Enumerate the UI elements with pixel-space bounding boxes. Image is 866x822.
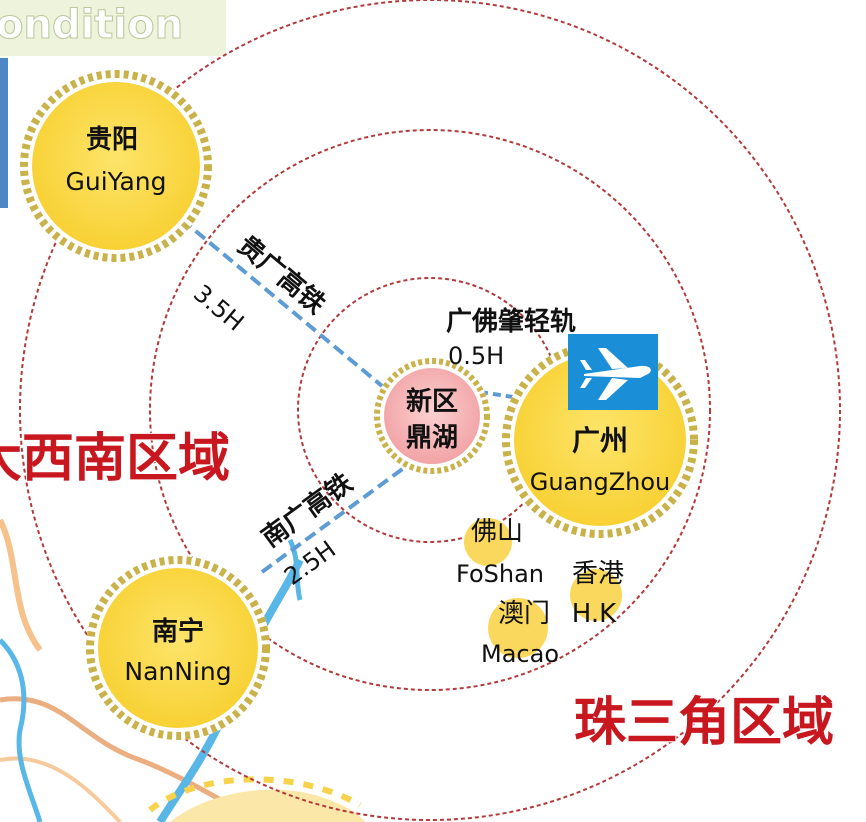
region-southwest-label: 大西南区域: [0, 429, 230, 489]
hongkong-en-label: H.K: [572, 599, 617, 629]
route-guiguang-time: 3.5H: [188, 279, 249, 337]
route-guangfozhao-name: 广佛肇轻轨: [446, 307, 576, 337]
left-sidebar-strip: [0, 58, 8, 208]
route-nanguang-line: [260, 460, 414, 574]
macao-cn-label: 澳门: [498, 599, 550, 629]
hongkong-cn-label: 香港: [572, 559, 624, 589]
macao-dot: [488, 598, 548, 658]
city-nanning: [86, 556, 270, 740]
route-nanguang-time: 2.5H: [279, 535, 341, 591]
ring-middle: [149, 129, 711, 691]
satellite-cities: [464, 518, 622, 658]
nanning-en-label: NanNing: [124, 657, 231, 686]
route-guangfozhao-time: 0.5H: [448, 342, 504, 370]
guangzhou-en-label: GuangZhou: [530, 468, 671, 496]
nanning-cn-label: 南宁: [152, 616, 204, 647]
center-node: [374, 358, 490, 474]
macao-en-label: Macao: [481, 640, 559, 668]
guiyang-en-label: GuiYang: [65, 167, 166, 196]
airplane-icon: [568, 334, 658, 410]
header-title: ondition: [0, 2, 183, 48]
foshan-dot: [464, 518, 512, 566]
header-banner: [0, 0, 226, 56]
center-line2: 鼎湖: [406, 423, 458, 453]
route-guiguang-name: 贵广高铁: [232, 230, 332, 321]
foshan-en-label: FoShan: [456, 560, 544, 588]
region-prd-label: 珠三角区域: [574, 693, 834, 753]
hongkong-dot: [570, 569, 622, 621]
route-guiguang-line: [166, 206, 384, 388]
city-guiyang: [20, 70, 212, 262]
ring-outer: [19, 0, 841, 821]
foshan-cn-label: 佛山: [471, 517, 523, 547]
guangzhou-cn-label: 广州: [572, 424, 628, 457]
guiyang-cn-label: 贵阳: [86, 125, 138, 155]
center-line1: 新区: [406, 386, 458, 417]
